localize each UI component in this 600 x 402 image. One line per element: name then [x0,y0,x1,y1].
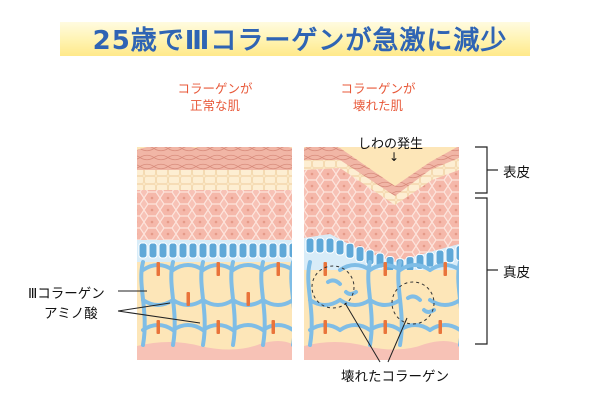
amino-acid-mark [276,262,280,276]
collagen-fiber [338,323,372,332]
broken-fiber-circle-left [311,265,355,309]
basal-cell [198,242,208,259]
collagen-fiber [171,323,205,332]
broken-fiber-fragment [344,290,358,296]
collagen-fiber [368,298,402,307]
collagen-fiber [201,298,235,307]
basal-cell [258,242,268,259]
epidermis-label: 表皮 [503,165,530,181]
amino-acid-mark [271,320,275,334]
broken-caption-line2: 壊れた肌 [352,98,403,113]
basal-cell [228,242,238,259]
dermis-label: 真皮 [503,265,530,281]
broken-caption-line1: コラーゲンが [340,81,416,96]
basal-cell [268,242,278,259]
basal-cell [325,237,335,254]
broken-collagen-label: 壊れたコラーゲン [341,369,449,385]
basal-cell [288,242,292,259]
collagen-fiber [428,298,459,307]
amino-acid-mark [323,320,327,334]
basal-cell [238,242,248,259]
basal-cell [158,242,168,259]
collagen-fiber [261,298,292,307]
basal-cell [138,242,148,259]
collagen-fiber [261,323,292,332]
broken-fiber-fragment [406,294,422,302]
basal-cell [355,246,365,263]
basal-cell [315,237,325,254]
collagen-fiber [338,298,372,307]
basal-cell [178,242,188,259]
wrinkle-label: しわの発生 [358,137,424,152]
amino-acid-mark [443,262,447,276]
amino-acid-mark [383,262,387,276]
collagen-fiber [171,263,205,272]
amino-acid-mark [156,262,160,276]
basal-cell [305,237,315,254]
basal-cell [335,239,345,256]
basal-cell [455,245,459,262]
title-highlight [60,22,530,56]
page-title: 25歳でⅢコラーゲンが急激に減少 [92,26,508,56]
amino-acid-mark [323,262,327,276]
broken-skin-panel [304,147,459,360]
broken-skin-caption: コラーゲンが 壊れた肌 [313,80,443,114]
normal-basal-cells [137,240,292,262]
left-leader-lines [117,290,201,324]
basal-cell [435,249,445,266]
normal-caption-line2: 正常な肌 [189,98,240,113]
normal-skin-panel [137,147,292,360]
amino-acid-mark [216,320,220,334]
normal-caption-line1: コラーゲンが [177,81,253,96]
epidermis-bracket [475,146,488,194]
amino-acid-mark [216,262,220,276]
dermis-bracket [475,197,488,345]
basal-cell [208,242,218,259]
collagen-iii-label: Ⅲコラーゲン [28,286,105,302]
basal-cell [278,242,288,259]
normal-collagen-fibers [139,260,292,347]
normal-skin-caption: コラーゲンが 正常な肌 [150,80,280,114]
basal-cell [445,247,455,264]
broken-fiber-circle-right [391,281,435,325]
basal-cell [345,242,355,259]
broken-fiber-fragment [326,278,342,286]
amino-acid-mark [438,320,442,334]
amino-acid-mark [186,292,190,306]
amino-acid-label: アミノ酸 [44,306,98,322]
collagen-fiber [308,298,342,307]
collagen-fiber [428,323,459,332]
amino-acid-mark [383,320,387,334]
collagen-fiber [398,263,432,272]
collagen-fiber [231,323,265,332]
basal-cell [248,242,258,259]
basal-cell [148,242,158,259]
amino-acid-mark [156,320,160,334]
collagen-fiber [231,263,265,272]
basal-cell [188,242,198,259]
basal-cell [168,242,178,259]
basal-cell [425,251,435,268]
wrinkle-arrow: ↓ [389,150,400,164]
broken-collagen-fibers [306,260,459,347]
basal-cell [218,242,228,259]
amino-acid-mark [246,292,250,306]
broken-leader-lines [344,302,408,363]
